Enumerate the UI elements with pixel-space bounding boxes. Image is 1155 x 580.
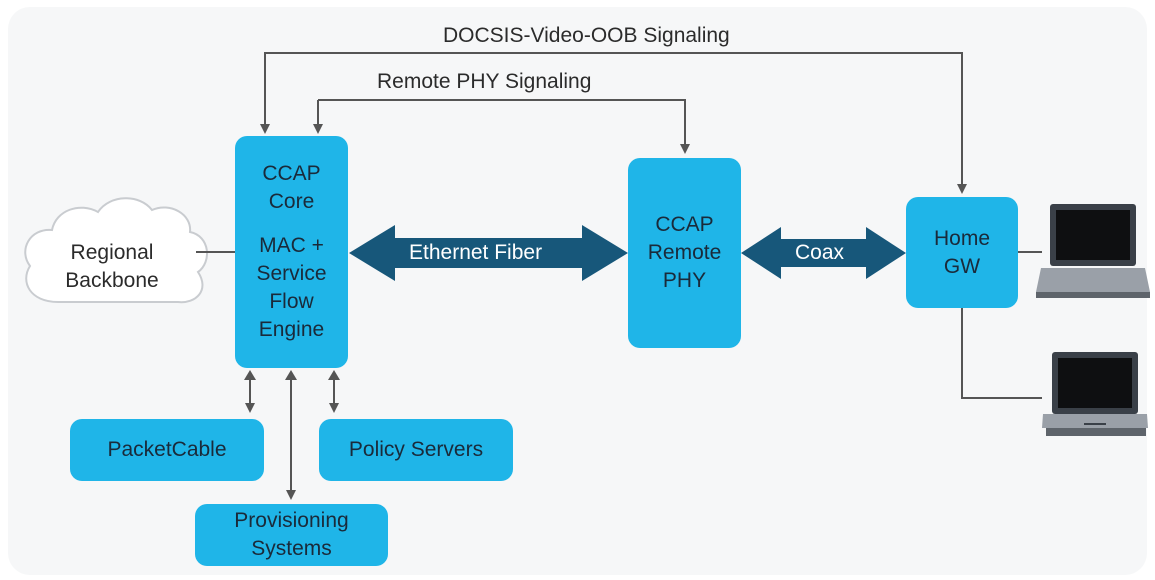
provisioning-systems-node: Provisioning Systems	[195, 504, 388, 566]
ccap-remote-phy-node: CCAP Remote PHY	[628, 158, 741, 348]
cloud-icon	[24, 197, 208, 304]
ethernet-fiber-label: Ethernet Fiber	[409, 241, 543, 264]
ccap-core-node: CCAP Core MAC + Service Flow Engine	[235, 136, 348, 368]
laptop-icon	[1042, 352, 1148, 436]
remote-phy-signal-line	[318, 99, 690, 154]
docsis-oob-signal-line	[264, 52, 967, 194]
docsis-oob-signaling-label: DOCSIS-Video-OOB Signaling	[443, 24, 730, 47]
home-gw-node: Home GW	[906, 197, 1018, 308]
packetcable-node: PacketCable	[70, 419, 264, 481]
policy-servers-node: Policy Servers	[319, 419, 513, 481]
ethernet-fiber-arrow	[349, 225, 628, 281]
regional-backbone-label: Regional Backbone	[65, 241, 159, 292]
coax-arrow	[741, 227, 906, 279]
remote-phy-signaling-label: Remote PHY Signaling	[377, 70, 592, 93]
laptop-icon	[1036, 204, 1150, 298]
coax-label: Coax	[795, 241, 845, 264]
